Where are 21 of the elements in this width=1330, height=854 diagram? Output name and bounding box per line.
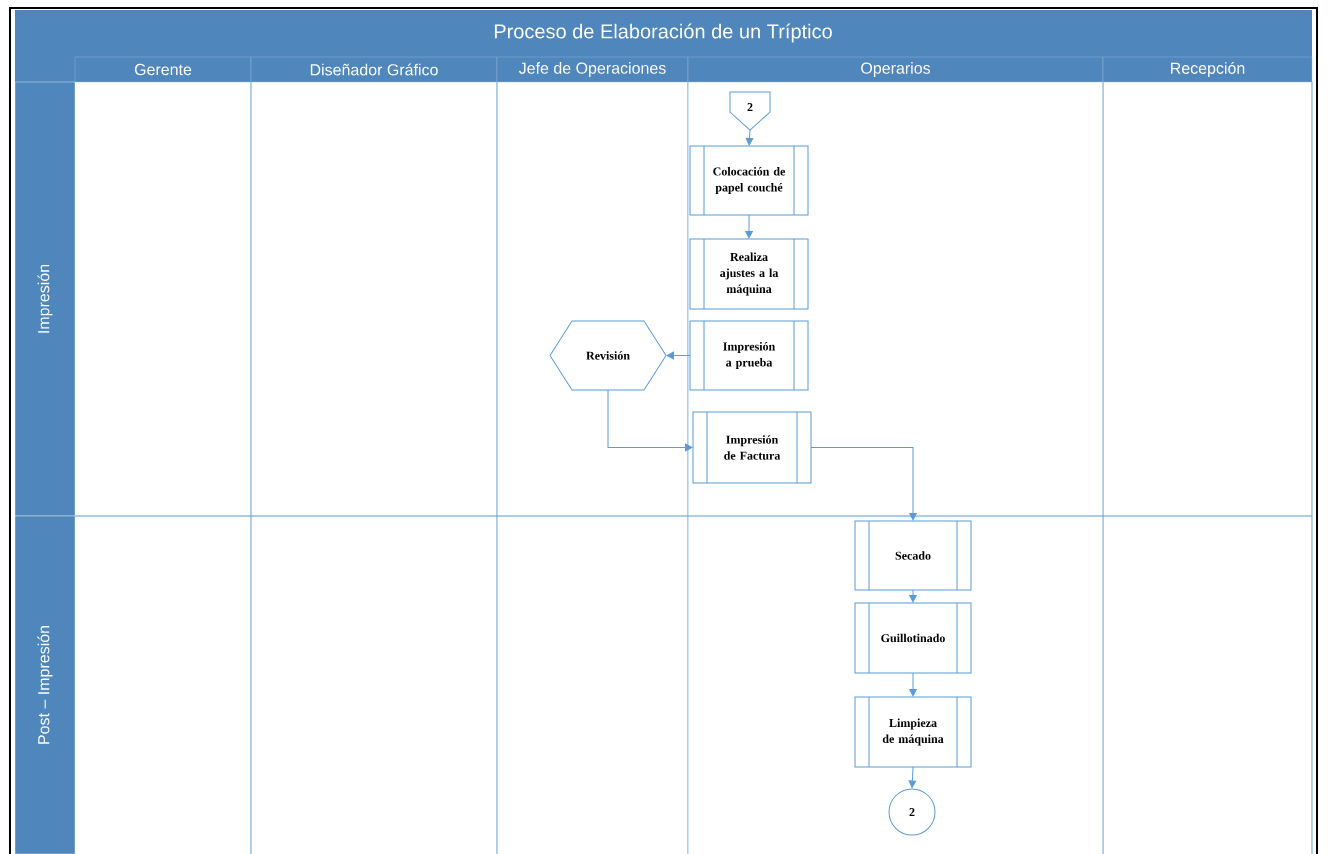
process-box: Impresión de Factura [692,411,812,484]
arrow [810,447,917,521]
arrow [607,389,693,452]
preparation-hexagon: Revisión [549,320,667,391]
arrow [745,129,754,146]
arrow [909,672,917,697]
process-box: Impresión a prueba [689,320,809,391]
process-box: Guillotinado [854,602,972,674]
offpage-connector: 2 [729,91,771,131]
process-box: Secado [854,520,972,591]
lane-header: Diseñador Gráfico [250,56,498,83]
lane-header: Jefe de Operaciones [496,56,689,83]
lane-header: Post – Impresión [14,515,76,854]
arrow [909,589,917,603]
arrow [908,766,917,788]
process-box: Colocación de papel couché [689,145,809,216]
process-box: Limpieza de máquina [854,696,972,768]
arrow [745,214,753,239]
process-box: Realiza ajustes a la máquina [689,238,809,310]
lane-header: Recepción [1102,56,1313,83]
arrow [666,351,691,360]
